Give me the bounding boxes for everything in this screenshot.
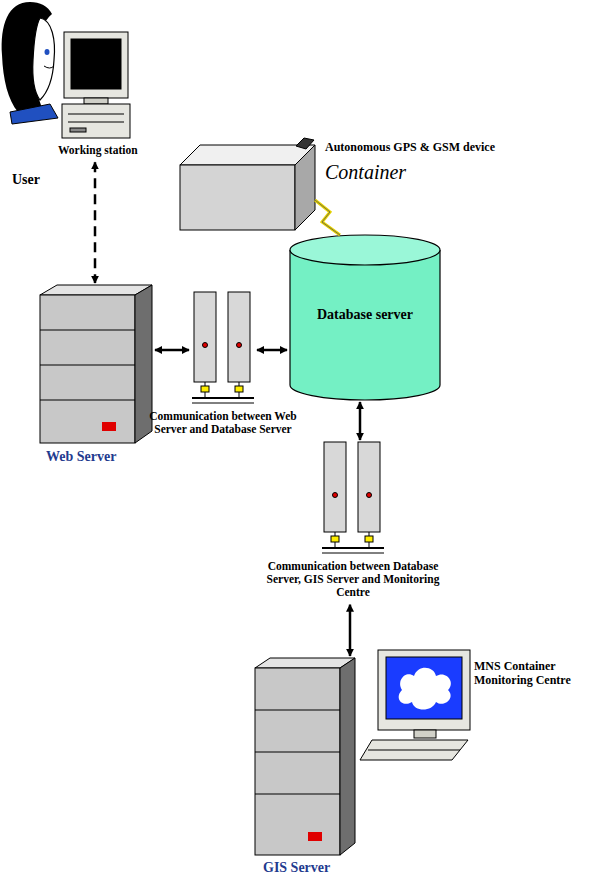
double-arrow [349,605,352,656]
node-label: Web Server [46,449,116,465]
double-arrow [359,402,362,440]
node-label: Communication between Web Server and Dat… [144,410,302,436]
node-label: Database server [290,307,440,323]
database-node: Database server [290,235,440,400]
node-label: MNS Container Monitoring Centre [474,660,602,688]
server-node: GIS Server [255,658,355,855]
monitor-icon [360,650,470,760]
node-label: User [12,172,40,188]
node-label: Container [325,161,406,184]
double-arrow [257,349,287,352]
node-label: Autonomous GPS & GSM device [325,141,495,155]
monitoring-node: MNS Container Monitoring Centre [360,650,470,760]
user-icon: User [0,0,60,125]
node-label: Working station [58,144,138,157]
user-figure [2,2,58,124]
server-pair [322,442,384,553]
container-node: Autonomous GPS & GSM deviceContainer [180,145,315,230]
communication-node: Communication between Database Server, G… [322,442,384,554]
workstation-icon [62,32,130,138]
server-tower [40,285,152,443]
wireless-link [315,200,340,235]
wireless-link-core [315,200,340,235]
node-label: Communication between Database Server, G… [262,560,444,600]
dashed-arrow [94,162,97,283]
database-cylinder [290,235,440,400]
node-label: GIS Server [263,860,330,876]
container-box [180,138,315,230]
server-tower [255,658,355,855]
communication-node: Communication between Web Server and Dat… [192,292,254,404]
workstation-node: Working station [62,32,130,140]
double-arrow [155,349,189,352]
server-node: Web Server [40,285,152,443]
server-pair [192,292,254,403]
